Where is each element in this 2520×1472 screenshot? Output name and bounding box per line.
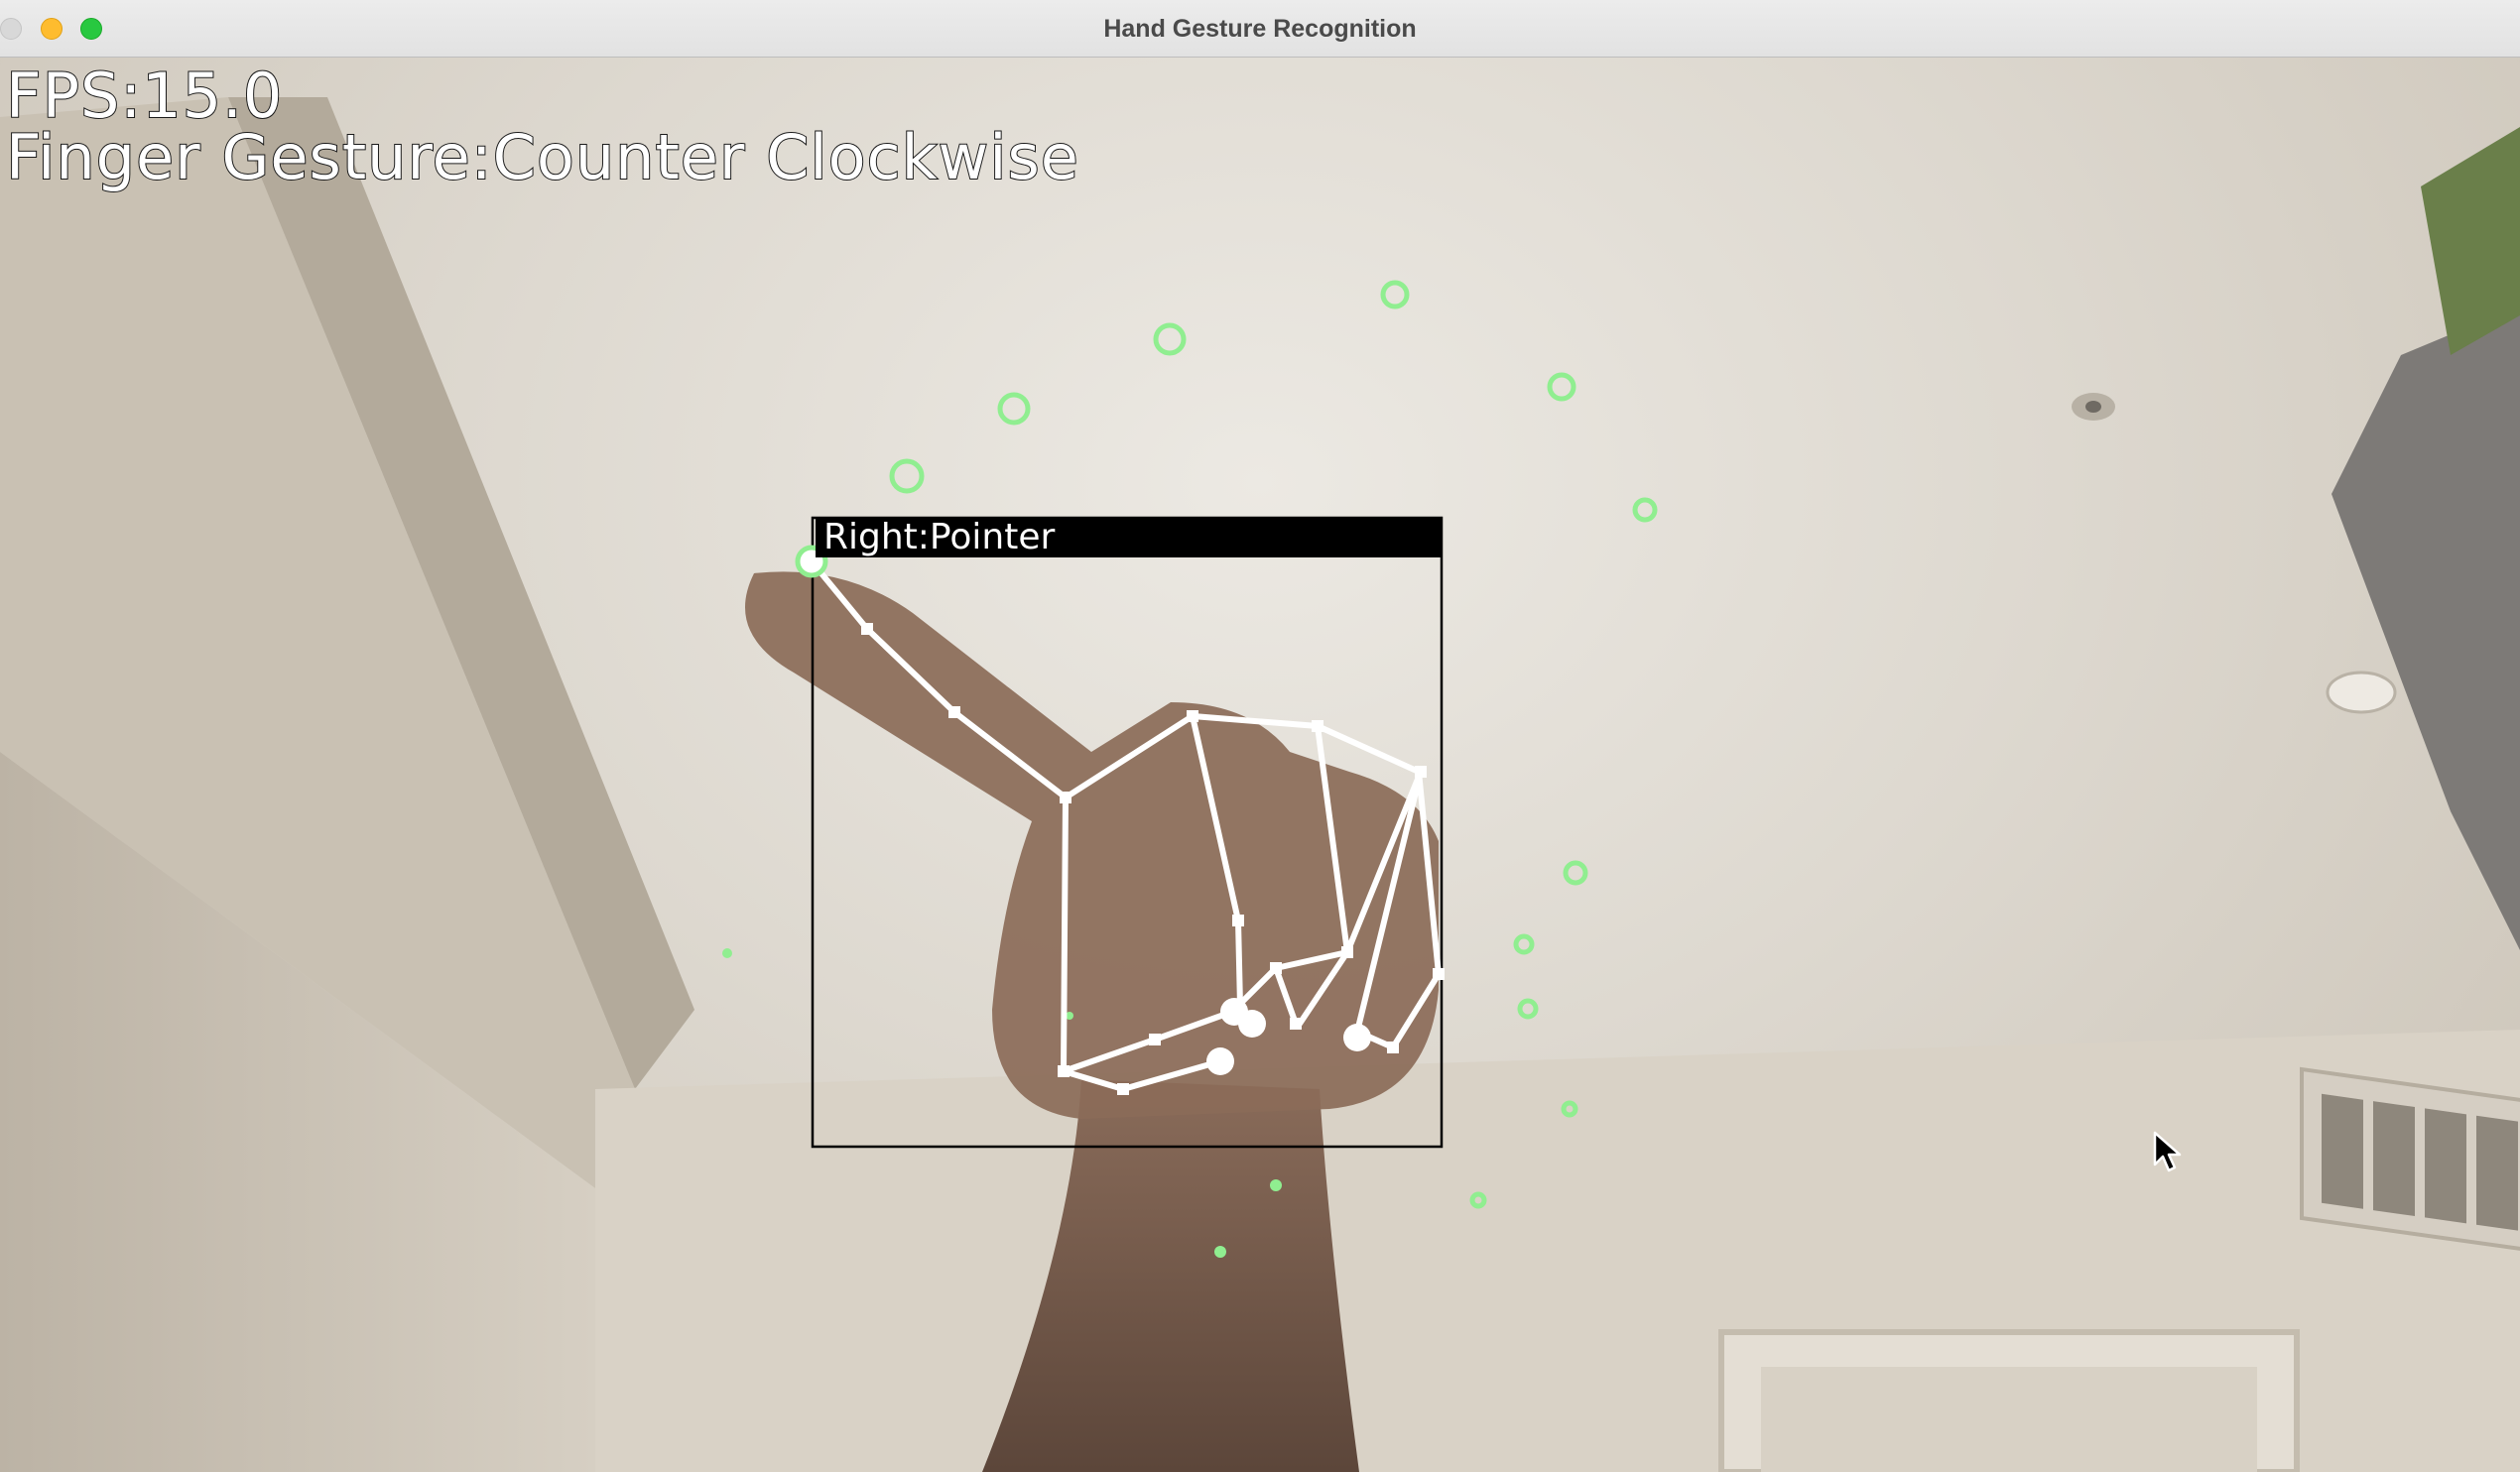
trail-point [1380,280,1410,309]
joint [1415,766,1427,778]
joint [1341,946,1353,958]
trail-point [997,392,1031,426]
trail-dot [1214,1246,1226,1258]
hand-joints [861,623,1445,1095]
joint [948,706,960,718]
joint [861,623,873,635]
trail-dot [1066,1012,1073,1020]
hand-label: Right:Pointer [816,518,1443,557]
scene-background [0,97,2520,1472]
joint [1270,962,1282,974]
joint [1058,1065,1070,1077]
trail-point [1517,998,1539,1020]
close-icon[interactable] [0,18,22,40]
joint [1290,1018,1302,1030]
hand-skeleton [809,558,1443,1093]
fingertip-trail [889,280,1658,1209]
maximize-icon[interactable] [80,18,102,40]
trail-point [889,458,925,494]
trail-point [1547,372,1576,402]
joint [1433,968,1445,980]
minimize-icon[interactable] [41,18,63,40]
trail-point [1153,322,1187,356]
trail-point [1561,1100,1578,1118]
arrow-cursor-icon [2153,1131,2182,1172]
joint [1060,792,1071,803]
trail-point [1563,860,1588,886]
joint [1149,1034,1161,1045]
trail-dots [722,948,1282,1258]
fingertip-joint [1238,1010,1266,1038]
trail-point [1513,933,1535,955]
joint [1387,1042,1399,1053]
window-titlebar: Hand Gesture Recognition [0,0,2520,58]
fingertip-joint [1206,1047,1234,1075]
fingertip-joint [1343,1024,1371,1051]
window-title: Hand Gesture Recognition [1103,15,1417,43]
finger-gesture-readout: Finger Gesture:Counter Clockwise [5,121,1079,193]
camera-feed: FPS:15.0 Finger Gesture:Counter Clockwis… [0,58,2520,1472]
trail-point [1632,497,1658,523]
fps-readout: FPS:15.0 [5,60,284,132]
joint [1312,720,1323,732]
detection-overlay [722,280,1658,1258]
trail-dot [722,948,732,958]
joint [1232,915,1244,926]
joint [1117,1083,1129,1095]
trail-point [1469,1191,1487,1209]
trail-dot [1270,1179,1282,1191]
joint [1187,710,1198,722]
